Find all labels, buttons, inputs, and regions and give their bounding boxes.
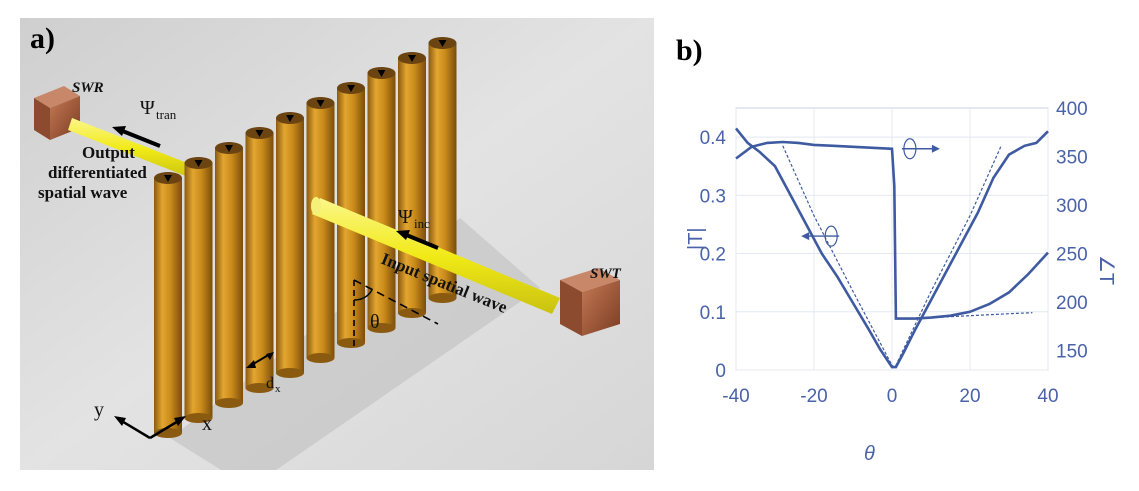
y-right-tick-label: 150 <box>1056 342 1088 363</box>
y-right-tick-label: 400 <box>1056 99 1088 120</box>
swr-source: SWR <box>34 80 104 140</box>
dx-indicator: d x <box>246 352 281 395</box>
chart-annotations <box>801 138 940 247</box>
svg-text:tran: tran <box>156 107 177 122</box>
rod <box>215 142 243 408</box>
y-left-tick-label: 0.2 <box>700 245 726 266</box>
chart-grid <box>735 107 1049 371</box>
x-tick-label: 40 <box>1037 386 1058 407</box>
output-beam <box>68 118 200 180</box>
panel-a-schematic: a) SWR SWT Output differentiated spatial… <box>20 18 654 470</box>
x-tick-label: 20 <box>959 386 980 407</box>
svg-text:d: d <box>266 375 274 392</box>
output-label-line2: differentiated <box>48 163 147 182</box>
chart-series <box>734 127 1049 369</box>
output-label: Output differentiated spatial wave <box>38 143 147 202</box>
y-left-tick-label: 0.4 <box>700 128 727 149</box>
axis-x-label: x <box>202 413 212 435</box>
rod <box>245 127 274 393</box>
series-line-left-dashed <box>782 145 1002 368</box>
y-axis-left-label: |T| <box>685 227 707 250</box>
y-right-tick-label: 250 <box>1056 245 1088 266</box>
x-tick-label: -40 <box>722 386 749 407</box>
psi-tran-label: Ψ tran <box>140 97 177 122</box>
rod <box>276 112 304 378</box>
panel-a-letter: a) <box>30 22 55 55</box>
panel-b-letter: b) <box>676 34 703 67</box>
svg-text:Ψ: Ψ <box>398 206 413 228</box>
rod <box>184 157 213 423</box>
y-left-tick-label: 0.3 <box>700 186 726 207</box>
svg-text:x: x <box>275 383 281 395</box>
output-label-line3: spatial wave <box>38 183 128 202</box>
theta-indicator: θ <box>353 279 439 348</box>
y-right-tick-label: 350 <box>1056 148 1088 169</box>
y-axis-right-label: ∠T <box>1095 255 1117 285</box>
svg-text:inc: inc <box>414 216 430 231</box>
output-label-line1: Output <box>82 143 135 162</box>
rod <box>367 67 396 333</box>
axis-indicator-arrow <box>901 138 940 160</box>
axis-indicator-arrow <box>801 225 840 247</box>
psi-inc-label: Ψ inc <box>398 206 430 231</box>
x-tick-label: 0 <box>887 386 898 407</box>
swr-label: SWR <box>72 80 104 96</box>
rod <box>306 97 335 363</box>
svg-text:Ψ: Ψ <box>140 97 155 119</box>
series-line-right-dashed <box>891 148 1033 320</box>
y-right-tick-label: 300 <box>1056 196 1088 217</box>
axis-triad: y x <box>94 399 212 440</box>
y-left-tick-label: 0 <box>715 361 726 382</box>
y-left-tick-label: 0.1 <box>700 303 726 324</box>
swt-label: SWT <box>590 266 622 282</box>
rod <box>154 172 182 438</box>
y-right-tick-label: 200 <box>1056 293 1088 314</box>
x-tick-label: -20 <box>800 386 827 407</box>
axis-y-label: y <box>94 399 104 421</box>
input-beam <box>311 197 560 314</box>
rod <box>398 52 426 318</box>
x-axis-label: θ <box>864 443 875 465</box>
swt-source: SWT <box>560 266 622 336</box>
theta-label: θ <box>370 311 380 333</box>
